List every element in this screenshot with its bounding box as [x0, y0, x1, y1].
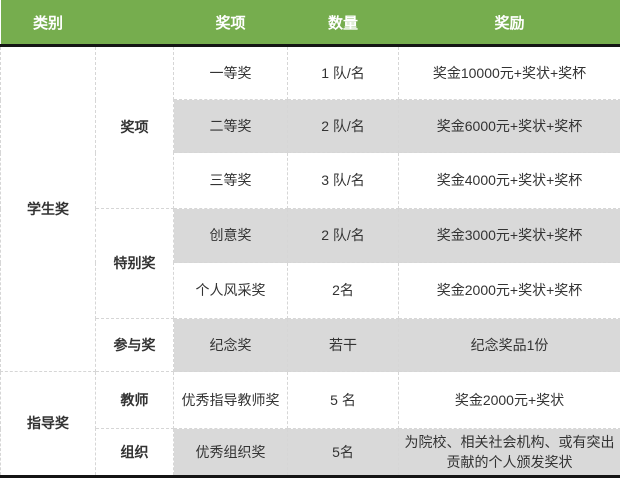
- award-reward: 奖金4000元+奖状+奖杯: [398, 152, 620, 209]
- group-award: 奖项: [95, 45, 174, 209]
- award-name: 纪念奖: [173, 318, 288, 372]
- award-quantity: 2名: [287, 262, 399, 319]
- category-student: 学生奖: [0, 45, 96, 372]
- award-quantity: 2 队/名: [287, 208, 399, 263]
- award-reward: 奖金2000元+奖状+奖杯: [398, 262, 620, 319]
- category-mentor: 指导奖: [0, 371, 96, 478]
- award-quantity: 2 队/名: [287, 99, 399, 153]
- award-name: 优秀组织奖: [173, 428, 288, 478]
- award-reward: 奖金3000元+奖状+奖杯: [398, 208, 620, 263]
- award-name: 个人风采奖: [173, 262, 288, 319]
- award-reward: 奖金10000元+奖状+奖杯: [398, 45, 620, 100]
- group-special: 特别奖: [95, 208, 174, 319]
- award-quantity: 1 队/名: [287, 45, 399, 100]
- group-participation: 参与奖: [95, 318, 174, 372]
- header-award: 奖项: [173, 0, 288, 47]
- award-reward: 奖金6000元+奖状+奖杯: [398, 99, 620, 153]
- award-quantity: 若干: [287, 318, 399, 372]
- header-reward: 奖励: [398, 0, 620, 47]
- table-row: 三等奖 3 队/名 奖金4000元+奖状+奖杯: [1, 152, 620, 209]
- table-row: 组织 优秀组织奖 5名 为院校、相关社会机构、或有突出贡献的个人颁发奖状: [1, 428, 620, 478]
- award-quantity: 3 队/名: [287, 152, 399, 209]
- table-row: 特别奖 创意奖 2 队/名 奖金3000元+奖状+奖杯: [1, 208, 620, 319]
- award-quantity: 5名: [287, 428, 399, 478]
- table-row: 个人风采奖 2名 奖金2000元+奖状+奖杯: [1, 262, 620, 319]
- header-category: 类别: [0, 0, 96, 47]
- award-reward: 纪念奖品1份: [398, 318, 620, 372]
- table-row: 学生奖 奖项 一等奖 1 队/名 奖金10000元+奖状+奖杯: [0, 45, 620, 372]
- group-teacher: 教师: [95, 371, 174, 429]
- award-reward: 奖金2000元+奖状: [398, 371, 620, 429]
- award-reward: 为院校、相关社会机构、或有突出贡献的个人颁发奖状: [398, 428, 620, 478]
- table-row: 二等奖 2 队/名 奖金6000元+奖状+奖杯: [1, 99, 620, 153]
- header-row: 类别 奖项 数量 奖励: [0, 0, 620, 47]
- group-organization: 组织: [95, 428, 174, 478]
- award-quantity: 5 名: [287, 371, 399, 429]
- award-name: 一等奖: [173, 45, 288, 100]
- table-row: 指导奖 教师 优秀指导教师奖 5 名 奖金2000元+奖状: [0, 371, 620, 478]
- header-group-spacer: [95, 0, 174, 47]
- header-quantity: 数量: [287, 0, 399, 47]
- award-name: 三等奖: [173, 152, 288, 209]
- award-name: 二等奖: [173, 99, 288, 153]
- award-name: 创意奖: [173, 208, 288, 263]
- table-row: 参与奖 纪念奖 若干 纪念奖品1份: [1, 318, 620, 372]
- award-name: 优秀指导教师奖: [173, 371, 288, 429]
